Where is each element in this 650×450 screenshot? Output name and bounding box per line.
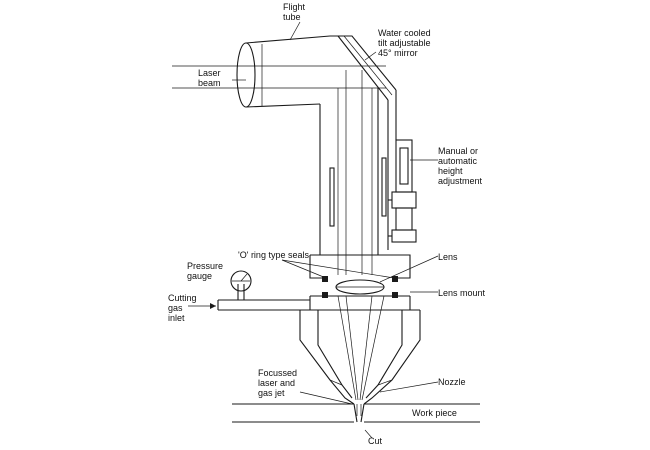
vertical-tube xyxy=(319,70,387,275)
work-piece-label: Work piece xyxy=(412,408,457,418)
lens-mount-housing xyxy=(300,254,420,311)
laser-beam-lines xyxy=(172,65,386,89)
laser-beam-label: Laser beam xyxy=(198,68,221,88)
pressure-gauge-label: Pressure gauge xyxy=(187,261,224,281)
height-adjustment-mechanism xyxy=(388,139,417,243)
focussed-jet-label: Focussed laser and gas jet xyxy=(258,368,298,398)
lens-label: Lens xyxy=(438,252,458,262)
flight-tube xyxy=(236,35,331,108)
cut-label: Cut xyxy=(368,436,383,446)
leader-lines xyxy=(232,21,439,439)
mirror-label: Water cooled tilt adjustable 45° mirror xyxy=(378,28,431,58)
gas-inlet-label: Cutting gas inlet xyxy=(168,293,197,323)
height-adjustment-label: Manual or automatic height adjustment xyxy=(438,146,483,186)
pressure-gauge xyxy=(230,270,252,292)
work-piece xyxy=(232,403,480,423)
mirror-housing xyxy=(330,35,397,250)
flight-tube-label: Flight tube xyxy=(283,2,306,22)
gas-inlet-pipe xyxy=(188,284,310,311)
nozzle-label: Nozzle xyxy=(438,377,466,387)
nozzle-cone xyxy=(299,295,421,405)
seals-label: 'O' ring type seals xyxy=(238,250,309,260)
lens-mount-label: Lens mount xyxy=(438,288,486,298)
